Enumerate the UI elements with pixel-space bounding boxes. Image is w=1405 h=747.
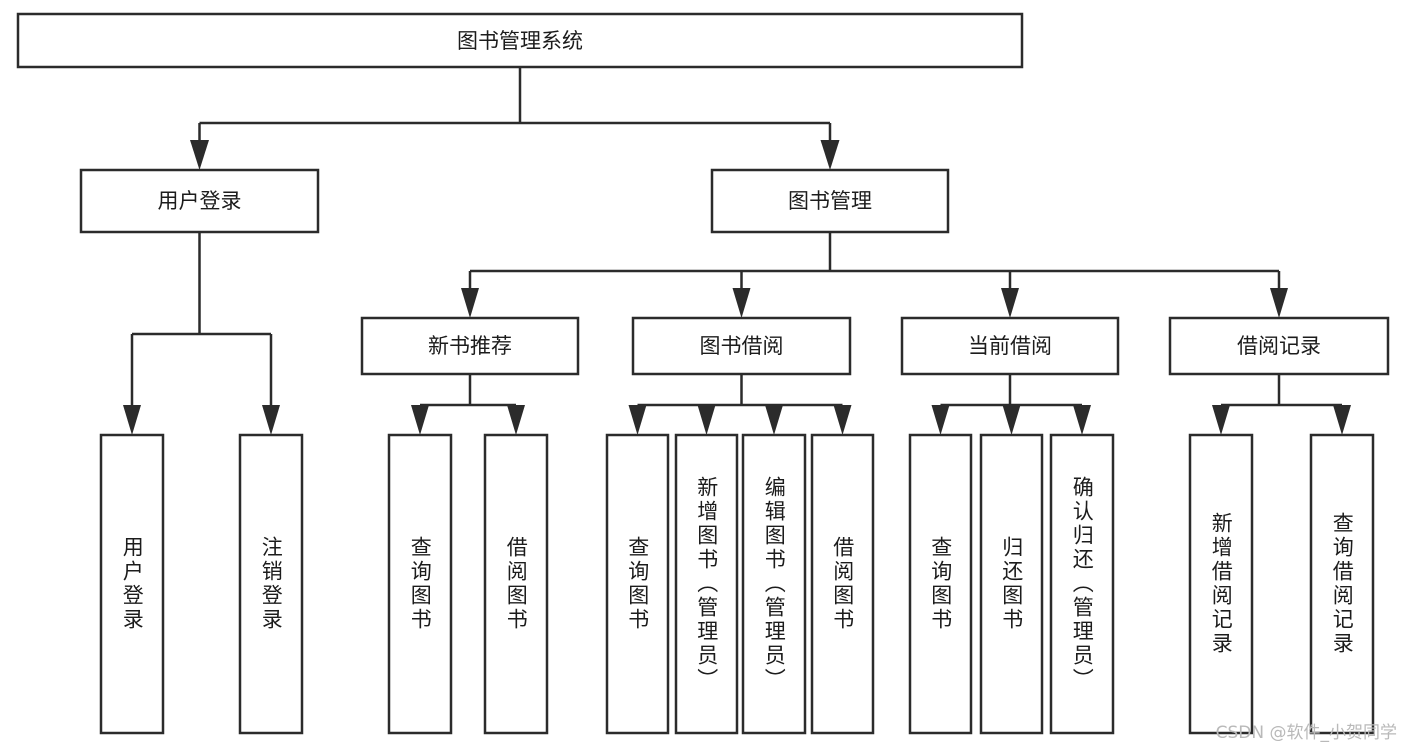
node-current-borrow-box[interactable] [900, 316, 1120, 376]
node-leaf-borrow-book-box[interactable] [810, 433, 875, 735]
connector-group-current-borrow-to-leaves [931, 374, 1091, 435]
node-root-label: 图书管理系统 [457, 29, 583, 53]
arrowhead-book-borrow [732, 288, 751, 318]
arrowhead-new-book-recommend [461, 288, 479, 318]
connector-group-book-manage-to-level3 [461, 232, 1288, 318]
arrowhead-leaf-query-borrow-record [1333, 405, 1351, 435]
arrowhead-current-borrow [1001, 288, 1019, 318]
node-leaf-user-login-box[interactable] [99, 433, 165, 735]
node-leaf-add-book-admin-box[interactable] [674, 433, 739, 735]
arrowhead-leaf-add-borrow-record [1212, 405, 1230, 435]
node-user-login-box[interactable] [79, 168, 320, 234]
arrowhead-leaf-borrow-book-recommend [507, 405, 525, 435]
node-leaf-borrow-book-recommend-box[interactable] [483, 433, 549, 735]
node-book-borrow-box[interactable] [631, 316, 852, 376]
arrowhead-leaf-confirm-return-admin [1073, 405, 1091, 435]
node-borrow-record-box[interactable] [1168, 316, 1390, 376]
connector-group-user-login-to-leaves [123, 232, 280, 435]
arrowhead-leaf-logout-login [262, 405, 280, 435]
node-root-box[interactable] [16, 12, 1024, 69]
node-book-borrow-label: 图书借阅 [700, 334, 784, 358]
node-leaf-confirm-return-admin-box[interactable] [1049, 433, 1115, 735]
arrowhead-leaf-query-book-borrow [628, 405, 647, 435]
node-book-borrow[interactable]: 图书借阅 [631, 316, 852, 376]
arrowhead-leaf-query-book-current [931, 405, 950, 435]
node-book-manage-label: 图书管理 [788, 189, 872, 213]
node-leaf-query-book-current-box[interactable] [908, 433, 973, 735]
arrowhead-leaf-borrow-book [833, 405, 852, 435]
node-leaf-query-borrow-record-box[interactable] [1309, 433, 1375, 735]
node-user-login-label: 用户登录 [158, 189, 242, 213]
connector-group-book-borrow-to-leaves [628, 374, 852, 435]
arrowhead-leaf-query-book-recommend [411, 405, 429, 435]
arrowhead-leaf-return-book [1002, 405, 1021, 435]
node-leaf-add-borrow-record-box[interactable] [1188, 433, 1254, 735]
arrowhead-leaf-add-book-admin [697, 405, 716, 435]
node-new-book-recommend-box[interactable] [360, 316, 580, 376]
node-leaf-logout-login-box[interactable] [238, 433, 304, 735]
node-current-borrow[interactable]: 当前借阅 [900, 316, 1120, 376]
arrowhead-user-login [190, 140, 209, 170]
connector-group-new-book-recommend-to-leaves [411, 374, 525, 435]
connector-group-root-to-level2 [190, 67, 840, 170]
arrowhead-borrow-record [1270, 288, 1288, 318]
node-new-book-recommend[interactable]: 新书推荐 [360, 316, 580, 376]
node-current-borrow-label: 当前借阅 [968, 334, 1052, 358]
arrowhead-leaf-user-login [123, 405, 141, 435]
node-borrow-record[interactable]: 借阅记录 [1168, 316, 1390, 376]
node-book-manage-box[interactable] [710, 168, 950, 234]
node-new-book-recommend-label: 新书推荐 [428, 334, 512, 358]
connector-group-borrow-record-to-leaves [1212, 374, 1351, 435]
arrowhead-leaf-edit-book-admin [765, 405, 783, 435]
node-leaf-query-book-recommend-box[interactable] [387, 433, 453, 735]
node-leaf-edit-book-admin-box[interactable] [741, 433, 807, 735]
node-book-manage[interactable]: 图书管理 [710, 168, 950, 234]
node-user-login[interactable]: 用户登录 [79, 168, 320, 234]
leaf-box-group [99, 433, 1375, 735]
arrowhead-book-manage [820, 140, 840, 170]
node-leaf-query-book-borrow-box[interactable] [605, 433, 670, 735]
node-borrow-record-label: 借阅记录 [1237, 334, 1321, 358]
node-root[interactable]: 图书管理系统 [16, 12, 1024, 69]
node-leaf-return-book-box[interactable] [979, 433, 1044, 735]
